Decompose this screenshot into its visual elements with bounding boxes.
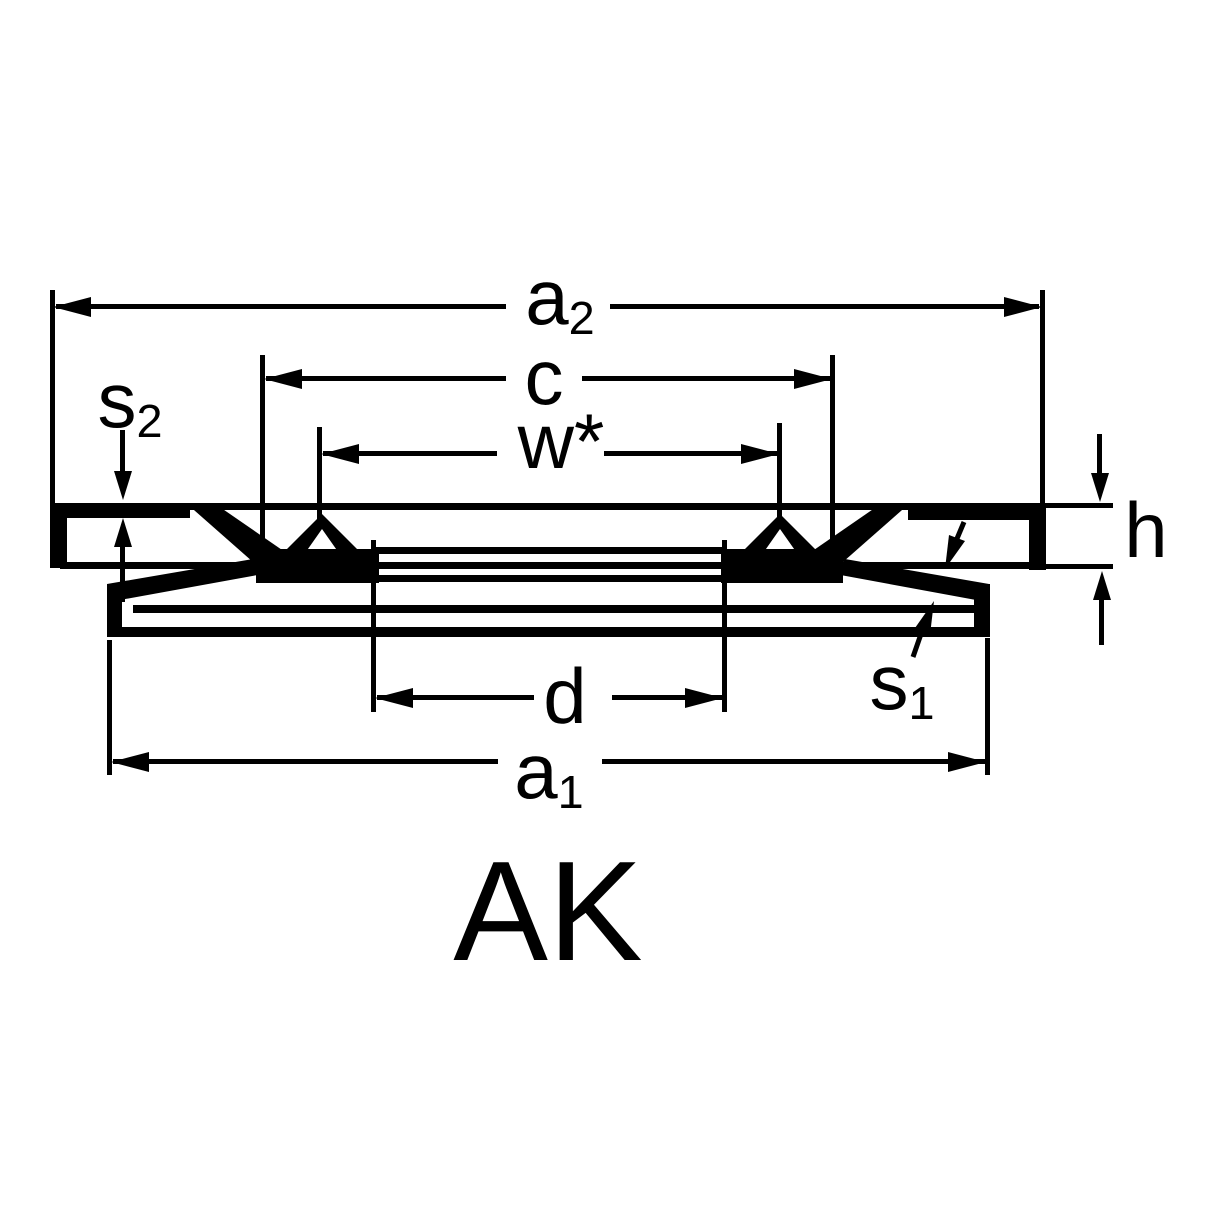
a1-ext-line-left: [107, 640, 112, 775]
dim-w: [317, 423, 782, 520]
a1-arrow-left-icon: [111, 752, 149, 772]
label-h: h: [1124, 486, 1168, 574]
w-dim-line-right: [604, 451, 777, 456]
upper-washer-left-rim: [50, 503, 190, 518]
s2-arrow-up-tail: [120, 545, 125, 602]
washer-set-section: [50, 503, 1113, 637]
lower-washer-left-cone: [107, 559, 263, 600]
h-top-reference-tick: [1046, 503, 1113, 508]
a2-arrow-right-icon: [1004, 297, 1042, 317]
dim-s1: [910, 521, 967, 658]
upper-washer-right-rim: [908, 503, 1046, 520]
right-crimp-chevron: [738, 514, 822, 556]
d-dim-line-left: [377, 695, 534, 700]
s2-arrow-down-tail: [120, 430, 125, 472]
a1-arrow-right-icon: [948, 752, 986, 772]
dim-a1: [107, 638, 990, 775]
d-arrow-right-icon: [685, 688, 723, 708]
s2-arrow-down-icon: [114, 471, 132, 500]
s1-leader-upper-arrow-icon: [945, 535, 965, 569]
mid-line-lower: [374, 575, 726, 582]
d-ext-line-left: [371, 540, 376, 712]
s2-arrow-up-icon: [114, 518, 132, 547]
c-arrow-left-icon: [264, 369, 302, 389]
left-crimp-chevron: [280, 514, 364, 556]
dim-c: [260, 355, 835, 565]
d-dim-line-right: [612, 695, 722, 700]
mid-line-upper: [374, 547, 726, 554]
series-designation-title: AK: [453, 832, 643, 991]
upper-washer-right-edge: [1029, 503, 1046, 570]
label-d: d: [543, 652, 587, 740]
lower-washer-right-edge: [974, 584, 990, 637]
d-arrow-left-icon: [375, 688, 413, 708]
c-dim-line-right: [582, 376, 830, 381]
label-a1: a1: [514, 726, 584, 819]
dim-h: [1091, 434, 1111, 645]
s1-leader-upper-tail: [953, 521, 967, 542]
label-c: c: [524, 333, 564, 421]
h-arrow-down-tail: [1097, 434, 1102, 474]
s1-leader-lower-tail: [910, 633, 924, 658]
s1-leader-lower-arrow-icon: [915, 601, 934, 635]
lower-washer-bottom-surface: [107, 627, 990, 637]
c-ext-line-right: [830, 355, 835, 565]
dim-a2: [50, 290, 1045, 505]
w-arrow-left-icon: [321, 444, 359, 464]
h-arrow-up-tail: [1099, 598, 1104, 645]
h-arrow-up-icon: [1093, 571, 1111, 600]
c-ext-line-left: [260, 355, 265, 563]
right-contact-band: [721, 549, 843, 583]
w-ext-line-right: [777, 423, 782, 520]
h-bottom-reference-tick: [1046, 564, 1113, 569]
a2-dim-line-left: [56, 304, 506, 309]
a2-ext-line-right: [1040, 290, 1045, 505]
c-dim-line-left: [266, 376, 506, 381]
lower-washer-right-cone: [835, 559, 989, 600]
w-ext-line-left: [317, 427, 322, 520]
lower-washer-left-edge: [107, 584, 122, 637]
c-arrow-right-icon: [794, 369, 832, 389]
a1-dim-line-left: [113, 759, 498, 764]
a2-arrow-left-icon: [53, 297, 91, 317]
upper-washer-top-surface: [50, 503, 1046, 510]
upper-washer-left-edge: [50, 503, 67, 568]
w-dim-line-left: [323, 451, 497, 456]
a1-dim-line-right: [602, 759, 985, 764]
d-ext-line-right: [722, 540, 727, 712]
label-s2: s2: [97, 355, 163, 448]
h-arrow-down-icon: [1091, 473, 1109, 502]
upper-washer-bottom-surface: [60, 562, 1046, 569]
label-w: w*: [517, 397, 605, 485]
dim-d: [371, 540, 727, 712]
label-s1: s1: [869, 637, 935, 730]
dim-s2: [114, 430, 132, 602]
a2-ext-line-left: [50, 290, 55, 503]
label-a2: a2: [525, 252, 595, 345]
a2-dim-line-right: [610, 304, 1039, 309]
w-arrow-right-icon: [741, 444, 779, 464]
a1-ext-line-right: [985, 638, 990, 775]
lower-washer-inner-surface: [133, 605, 974, 613]
